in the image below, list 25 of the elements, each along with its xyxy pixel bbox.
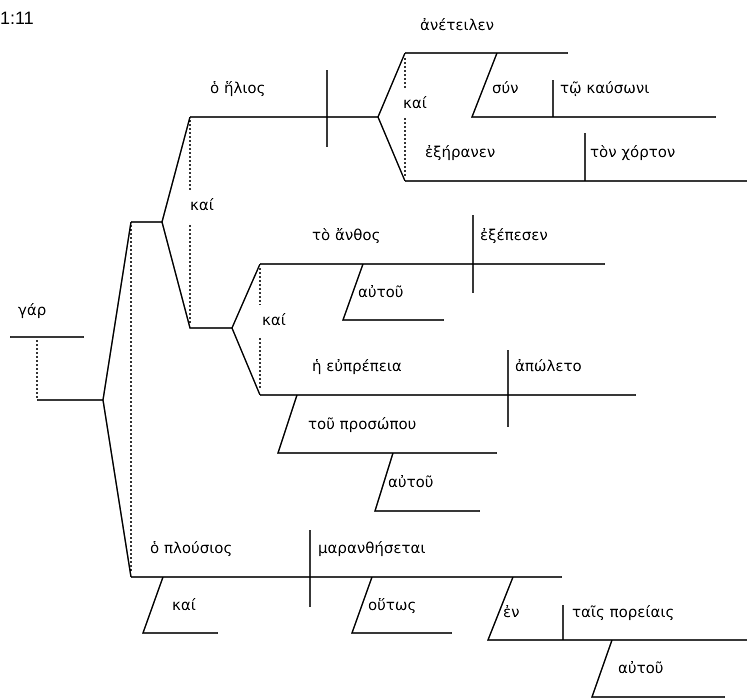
word-label: τῷ καύσωνι [560,78,650,98]
word-label: τὸ ἄνθος [312,225,380,245]
word-label: ἡ εὐπρέπεια [312,356,402,376]
word-label: ἀπώλετο [515,356,582,376]
word-label: μαρανθήσεται [318,538,426,558]
word-label: ἐν [503,602,520,622]
word-label: τὸν χόρτον [590,142,676,162]
word-label: ὁ πλούσιος [150,538,232,558]
word-label: καί [172,595,196,615]
word-label: καί [190,195,214,215]
word-label: ταῖς πορείαις [572,602,674,622]
word-label: τοῦ προσώπου [308,414,416,434]
word-label: ἐξέπεσεν [480,225,548,245]
word-label: ἀνέτειλεν [420,15,494,35]
word-label: αὐτοῦ [388,472,434,492]
word-label: καί [403,93,427,113]
word-label: γάρ [18,300,46,320]
word-label: ὁ ἥλιος [210,78,266,98]
word-label: ἐξήρανεν [425,142,496,162]
verse-reference: 1:11 [0,8,34,28]
word-label: σύν [492,78,519,98]
word-label: καί [262,310,286,330]
word-label: οὕτως [368,595,416,615]
word-label: αὐτοῦ [618,658,664,678]
word-label: αὐτοῦ [358,282,404,302]
